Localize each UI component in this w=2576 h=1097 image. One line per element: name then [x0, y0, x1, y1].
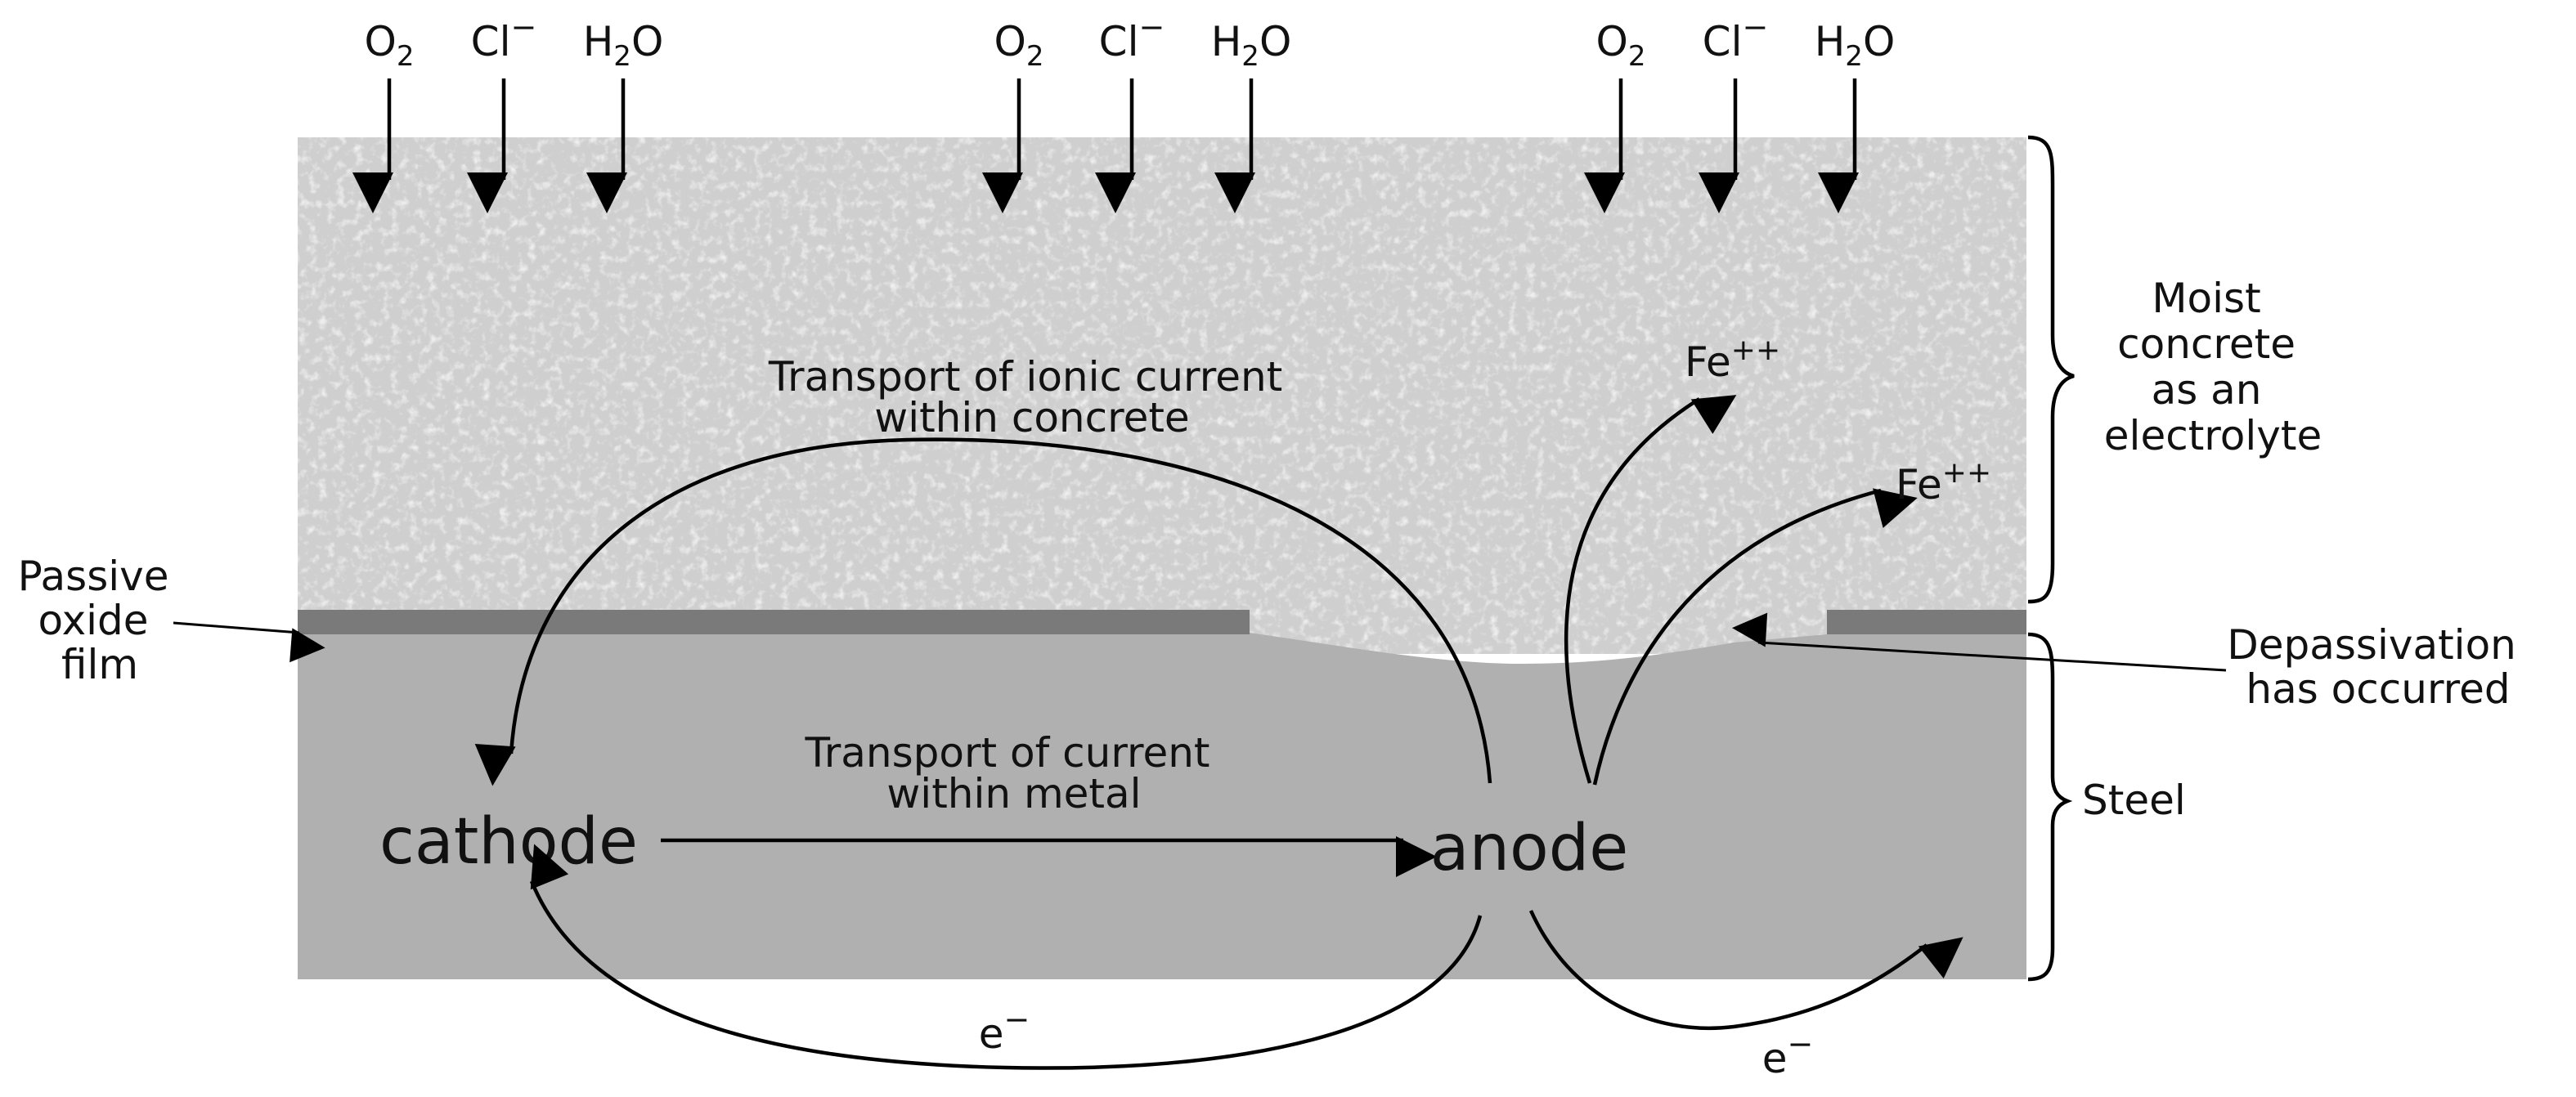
ionic-transport-label: Transport of ionic current within concre… — [768, 353, 1295, 441]
oxygen-label: O2 — [994, 18, 1044, 73]
species-group-3: O2 Cl− H2O — [1596, 9, 1896, 73]
iron-ion-arrow-1 — [1564, 395, 1737, 784]
oxygen-label: O2 — [365, 18, 415, 73]
steel-bar — [298, 633, 2026, 979]
chloride-label: Cl− — [1703, 9, 1769, 65]
passive-film-label: Passive oxide film — [18, 553, 182, 688]
cathode-label: cathode — [379, 805, 638, 879]
moist-concrete-label: Moist concrete as an electrolyte — [2104, 275, 2322, 459]
electron-label-1: e− — [979, 1001, 1030, 1058]
passive-film-pointer — [173, 621, 325, 663]
concrete-brace — [2027, 135, 2075, 604]
chloride-label: Cl− — [471, 9, 537, 65]
iron-ion-label-1: Fe++ — [1685, 334, 1780, 386]
electron-flow-arrow-1 — [529, 844, 1483, 1070]
passive-film-right — [1827, 610, 2026, 634]
water-label: H2O — [583, 18, 664, 73]
depassivation-pointer — [1732, 612, 2227, 672]
ionic-current-arrow — [474, 437, 1492, 786]
passive-film-left — [298, 610, 1250, 634]
anode-label: anode — [1430, 812, 1628, 885]
chloride-label: Cl− — [1099, 9, 1165, 65]
depassivation-label: Depassivation has occurred — [2227, 621, 2529, 713]
steel-label: Steel — [2082, 777, 2186, 824]
species-group-2: O2 Cl− H2O — [994, 9, 1292, 73]
iron-ion-arrow-2 — [1592, 488, 1918, 786]
oxygen-label: O2 — [1596, 18, 1646, 73]
electron-label-2: e− — [1762, 1026, 1814, 1082]
water-label: H2O — [1211, 18, 1292, 73]
steel-brace — [2027, 632, 2073, 982]
iron-ion-label-2: Fe++ — [1896, 456, 1991, 508]
ingress-arrows — [352, 78, 1859, 213]
electron-flow-arrow-2 — [1528, 910, 1963, 1031]
concrete-texture — [298, 137, 2026, 654]
water-label: H2O — [1815, 18, 1896, 73]
metal-transport-label: Transport of current within metal — [805, 729, 1223, 817]
species-group-1: O2 Cl− H2O — [365, 9, 664, 73]
